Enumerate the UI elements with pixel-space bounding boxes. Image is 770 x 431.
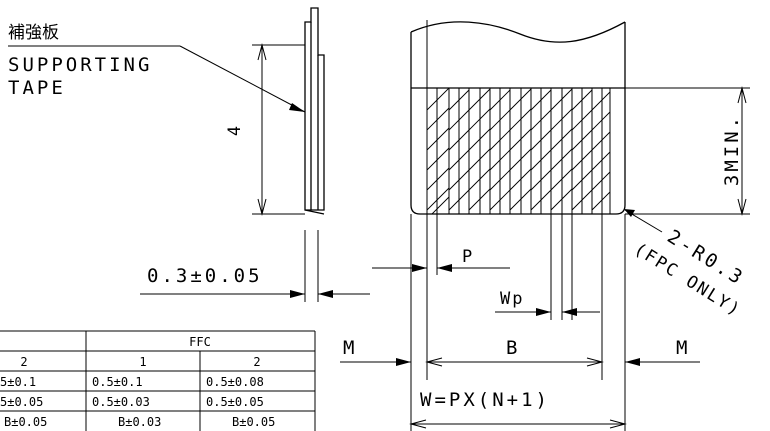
corner-radius-arrow xyxy=(624,209,635,217)
table-cell: 0.5±0.03 xyxy=(92,395,150,409)
break-line xyxy=(410,21,626,43)
table-col-header: 2 xyxy=(253,355,260,369)
side-bottom xyxy=(304,209,325,215)
dim-wp-arrow-right xyxy=(562,308,577,316)
tape-label: TAPE xyxy=(8,77,66,99)
dim-w-arrow-left xyxy=(409,419,427,429)
dim-b-arrow-left xyxy=(425,357,443,367)
dim-wp-label: Wp xyxy=(500,289,524,309)
front-view xyxy=(340,20,750,431)
table-col-header: 1 xyxy=(139,355,146,369)
dim-4-label: 4 xyxy=(225,124,245,136)
dim-4-arrow-bottom xyxy=(257,198,267,216)
table-cell: B±0.05 xyxy=(232,415,275,429)
dim-p-label: P xyxy=(462,247,474,267)
tolerance-table: FFC 2 1 2 5±0.1 0.5±0.1 0.5±0.08 5±0.05 … xyxy=(0,330,316,431)
table-cell: B±0.03 xyxy=(118,415,161,429)
table-cell: 0.5±0.1 xyxy=(92,375,143,389)
thickness-arrow-left xyxy=(290,290,305,298)
dim-p-arrow-right xyxy=(437,264,452,272)
dim-3min-arrow-bottom xyxy=(737,198,747,216)
dim-p-arrow-left xyxy=(412,264,427,272)
table-cell: 5±0.05 xyxy=(0,395,43,409)
dim-4-arrow-top xyxy=(257,43,267,61)
dim-3min-label: 3MIN. xyxy=(721,114,743,186)
tape-outline xyxy=(410,22,626,215)
dim-b-label: B xyxy=(506,337,520,359)
table-cell: B±0.05 xyxy=(4,415,47,429)
table-cell: 5±0.1 xyxy=(0,375,36,389)
dim-w-arrow-right xyxy=(609,419,627,429)
table-group-header: FFC xyxy=(189,335,211,349)
table-col-header: 2 xyxy=(20,355,27,369)
dim-b-arrow-right xyxy=(586,357,604,367)
dim-m-right-label: M xyxy=(676,337,690,359)
side-view: 4 xyxy=(8,7,370,302)
dim-wp-arrow-left xyxy=(536,308,551,316)
conductor-lines xyxy=(426,20,611,214)
supporting-tape-leader xyxy=(179,45,306,113)
dim-m-left-label: M xyxy=(343,337,357,359)
dim-3min-arrow-top xyxy=(737,86,747,104)
dim-m-right-arrow xyxy=(625,358,640,366)
thickness-label: 0.3±0.05 xyxy=(147,265,263,287)
supporting-tape-leader-arrow xyxy=(289,103,305,112)
dim-w-label: W=PX(N+1) xyxy=(420,389,550,411)
thickness-arrow-right xyxy=(318,290,333,298)
dim-m-left-arrow xyxy=(396,358,411,366)
conductor-hatching xyxy=(427,88,610,214)
supporting-label: SUPPORTING xyxy=(8,54,152,76)
table-cell: 0.5±0.08 xyxy=(206,375,264,389)
reinforcement-label-jp: 補強板 xyxy=(8,23,59,43)
table-cell: 0.5±0.05 xyxy=(206,395,264,409)
stiffener-outline xyxy=(304,7,325,211)
